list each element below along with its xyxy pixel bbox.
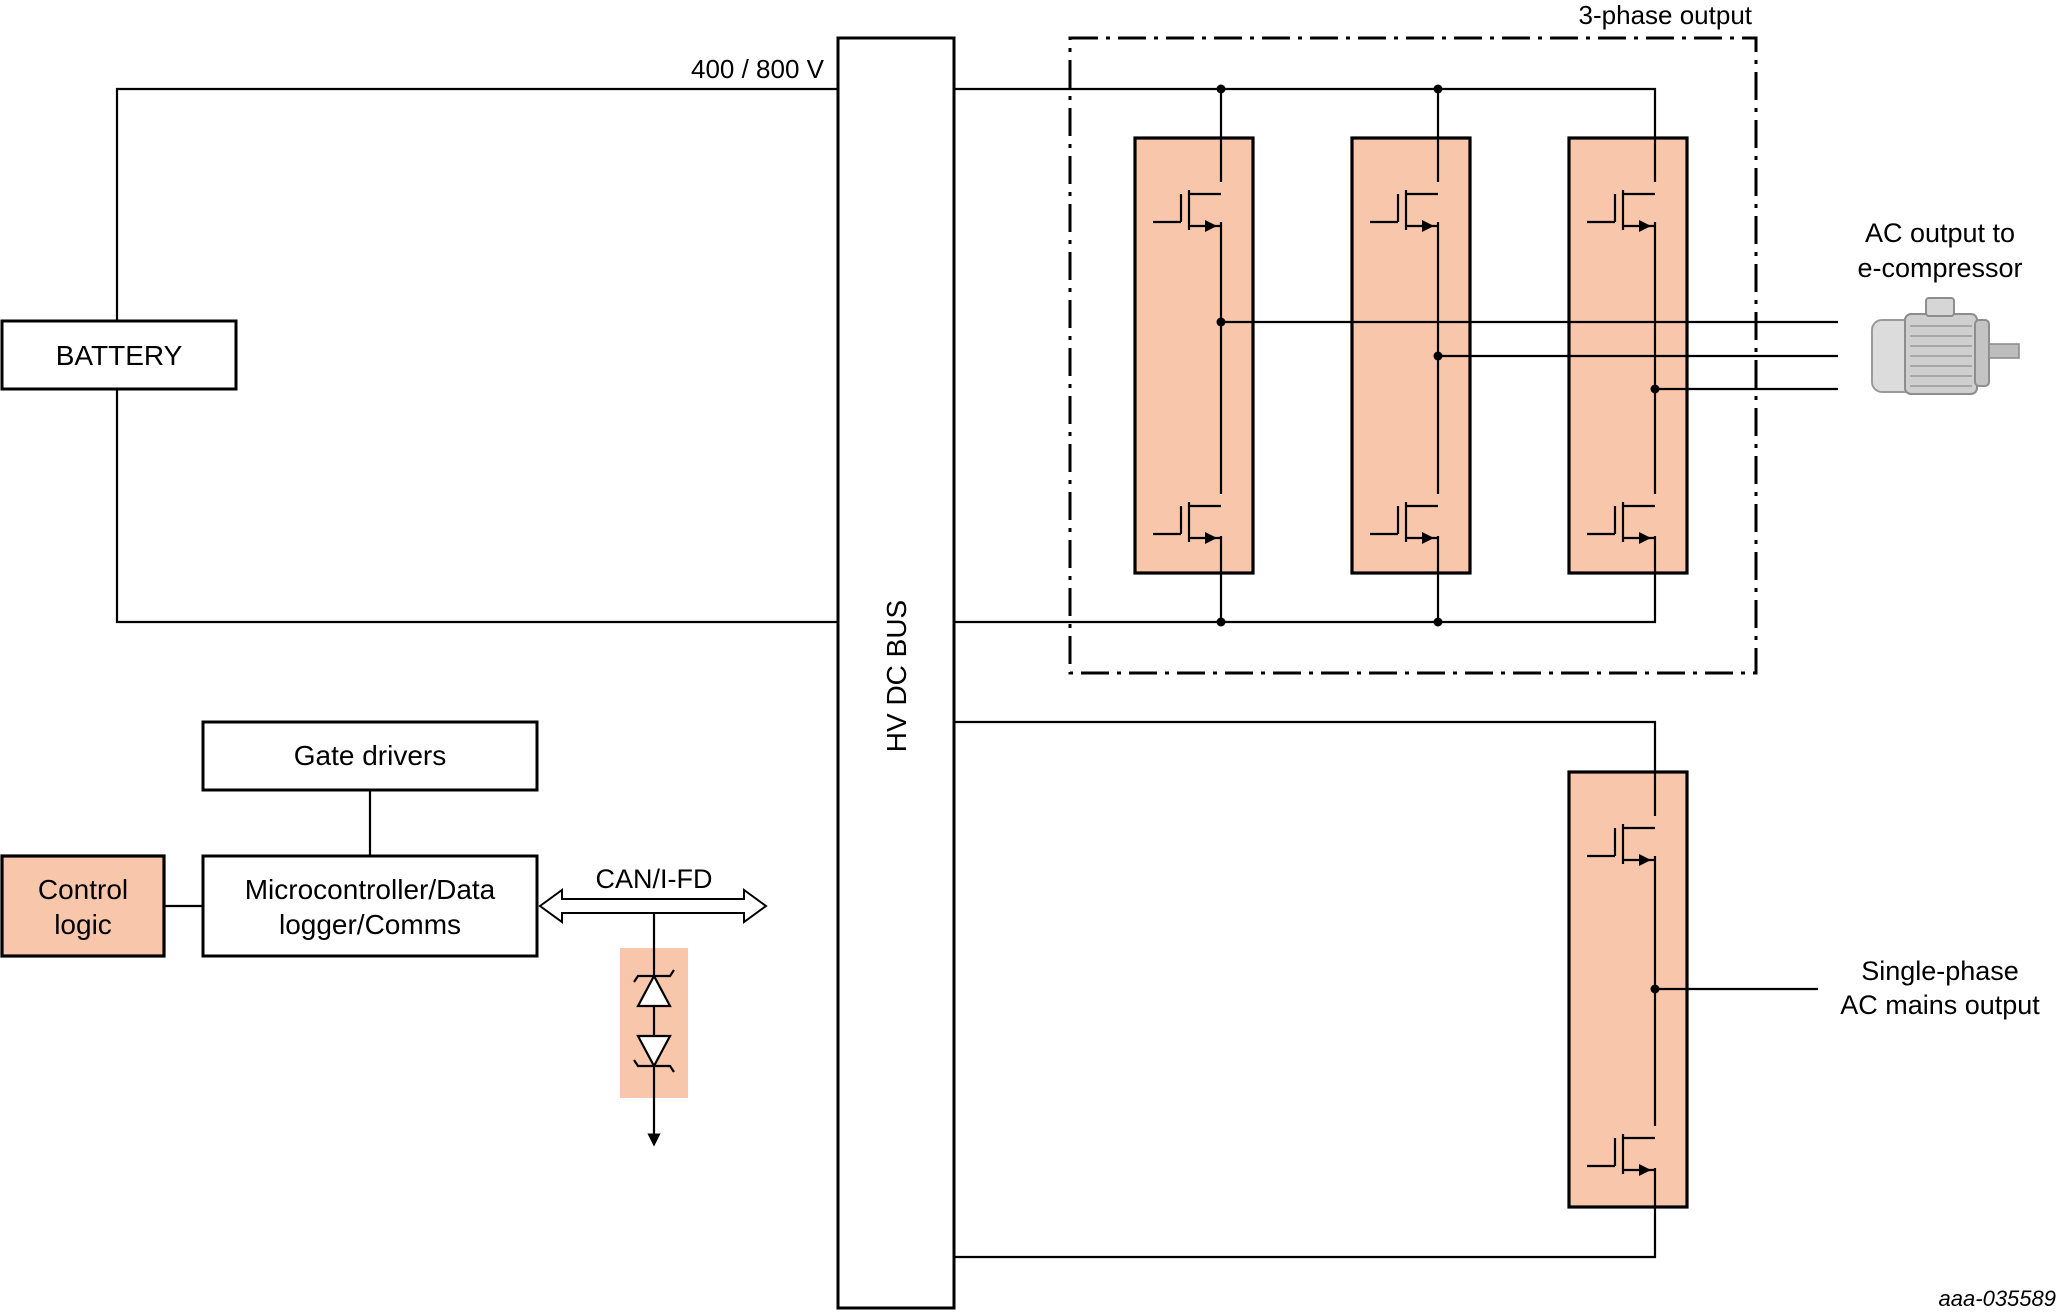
- single-phase-negative-wire: [954, 1168, 1657, 1259]
- gate-drivers-block: [201, 720, 539, 792]
- single-phase-positive-wire: [954, 720, 1657, 816]
- control-logic-block: [0, 854, 166, 958]
- single-phase-label-line2: AC mains output: [1840, 990, 2040, 1020]
- battery-label: BATTERY: [56, 340, 183, 371]
- single-phase-label-line1: Single-phase: [1861, 956, 2019, 986]
- dc-negative-rail: [954, 536, 1657, 624]
- tvs-diode-icon: [633, 969, 675, 1073]
- battery-positive-wire: [115, 87, 838, 321]
- figure-id: aaa-035589: [1939, 1286, 2056, 1311]
- can-label: CAN/I-FD: [596, 864, 713, 894]
- electric-motor-icon: [1871, 297, 2020, 395]
- control-logic-label-line1: Control: [38, 874, 128, 905]
- dc-positive-rail: [954, 87, 1657, 182]
- battery-block: [0, 319, 238, 391]
- phase-leg-1: [1133, 136, 1255, 575]
- gate-drivers-label: Gate drivers: [294, 740, 447, 771]
- ac-output-label-line1: AC output to: [1865, 218, 2015, 248]
- battery-negative-wire: [115, 389, 838, 624]
- hv-dc-bus: [836, 36, 956, 1310]
- mcu-label-line2: logger/Comms: [279, 909, 461, 940]
- mcu-block: [201, 854, 539, 958]
- ac-output-label-line2: e-compressor: [1857, 253, 2022, 283]
- mcu-label-line1: Microcontroller/Data: [245, 874, 496, 905]
- voltage-label: 400 / 800 V: [691, 54, 825, 84]
- hv-bus-label: HV DC BUS: [881, 600, 912, 752]
- can-bus-arrow: [538, 888, 768, 924]
- control-logic-label-line2: logic: [54, 909, 112, 940]
- three-phase-enclosure: [1068, 36, 1758, 675]
- three-phase-label: 3-phase output: [1579, 0, 1753, 30]
